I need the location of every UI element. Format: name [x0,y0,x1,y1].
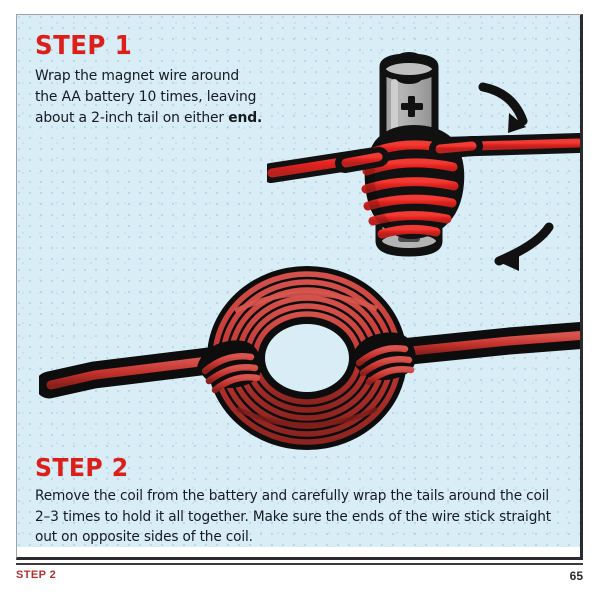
step-1-body: Wrap the magnet wire around the AA batte… [35,66,292,129]
step-1-heading: STEP 1 [35,31,133,61]
curved-arrow-top-icon [478,82,528,133]
coil-illustration [35,263,580,463]
footer-page-number: 65 [569,569,583,583]
footer-section-label: STEP 2 [16,569,57,581]
footer-divider [16,563,583,565]
battery-plus-symbol [401,96,423,117]
curved-arrow-bottom-icon [494,222,554,271]
wire-tail-right-front [429,136,483,159]
page-footer: STEP 2 65 [16,569,583,589]
step-1-body-line-3: about a 2-inch tail on either [35,110,229,127]
step-1-body-emphasis: end. [228,110,263,127]
coil-wire-tail-left [35,345,239,399]
coil-wire-tail-right [377,321,580,367]
coil-binding-wrap-right [351,332,416,386]
coil-binding-wrap-left [197,340,262,394]
battery-illustration [261,45,580,277]
step-2-body: Remove the coil from the battery and car… [35,488,551,546]
wire-tail-left-front [335,147,389,173]
step-1-body-line-2: the AA battery 10 times, leaving [35,89,257,106]
panel-bottom-band [17,547,580,557]
step-1-body-line-1: Wrap the magnet wire around [35,68,240,84]
step-2-heading: STEP 2 [35,453,129,482]
step-2-block: STEP 2 Remove the coil from the battery … [35,455,569,548]
step-1-block: STEP 1 Wrap the magnet wire around the A… [35,33,300,129]
illustration-panel: STEP 1 Wrap the magnet wire around the A… [16,14,583,560]
